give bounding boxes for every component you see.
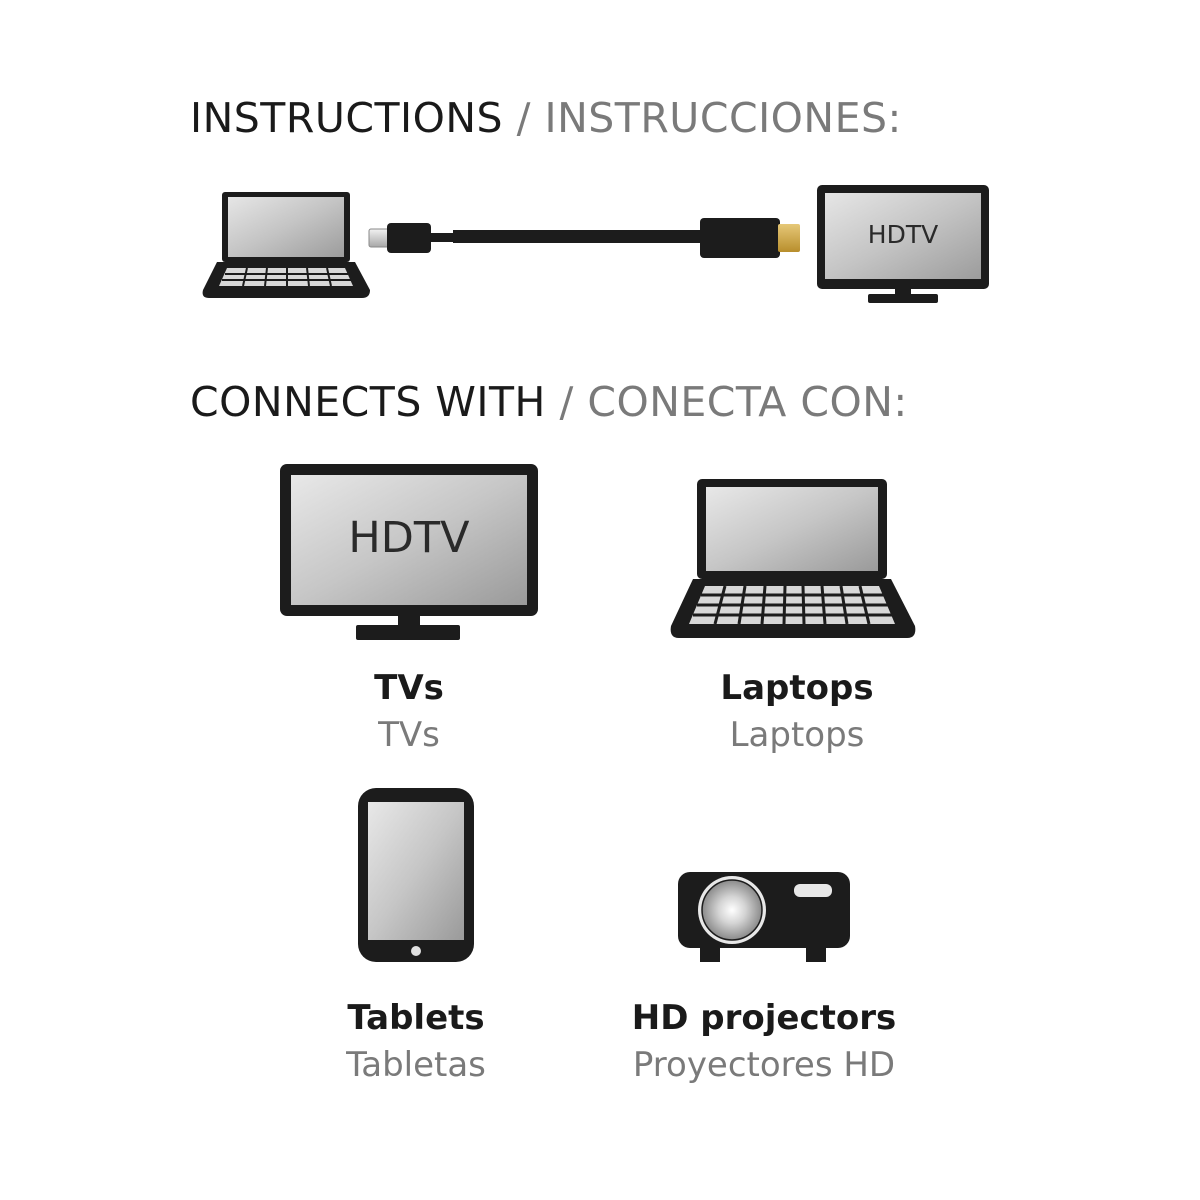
laptop-label-es: Laptops xyxy=(729,715,865,755)
projector-icon xyxy=(678,872,850,962)
laptop-icon xyxy=(202,192,370,298)
laptop-label-en: Laptops xyxy=(720,668,874,708)
tablet-icon xyxy=(358,788,474,962)
tv-screen-label: HDTV xyxy=(348,513,470,563)
instructions-title-en: INSTRUCTIONS xyxy=(190,94,504,142)
tv-label-es: TVs xyxy=(378,715,440,755)
instructions-heading: INSTRUCTIONS / INSTRUCCIONES: xyxy=(190,98,902,139)
projector-label-en: HD projectors xyxy=(631,998,897,1038)
hdtv-screen-label: HDTV xyxy=(868,220,938,249)
connects-title-es: CONECTA CON: xyxy=(587,378,908,426)
connects-title-en: CONNECTS WITH xyxy=(190,378,546,426)
title-separator: / xyxy=(516,94,531,142)
tv-label: TVs TVs xyxy=(309,671,509,752)
tablet-label-es: Tabletas xyxy=(346,1045,486,1085)
tablet-label-en: Tablets xyxy=(347,998,485,1038)
instructions-title-es: INSTRUCCIONES: xyxy=(544,94,902,142)
projector-label-es: Proyectores HD xyxy=(632,1045,896,1085)
tv-icon: HDTV xyxy=(280,464,538,640)
title-separator: / xyxy=(559,378,574,426)
tv-label-en: TVs xyxy=(374,668,444,708)
connection-diagram: HDTV xyxy=(202,185,989,303)
connects-heading: CONNECTS WITH / CONECTA CON: xyxy=(190,382,908,423)
laptop-icon xyxy=(670,479,916,638)
laptop-label: Laptops Laptops xyxy=(687,671,907,752)
tablet-label: Tablets Tabletas xyxy=(316,1001,516,1082)
hdtv-icon: HDTV xyxy=(817,185,989,303)
adapter-cable xyxy=(368,218,800,258)
projector-label: HD projectors Proyectores HD xyxy=(614,1001,914,1082)
